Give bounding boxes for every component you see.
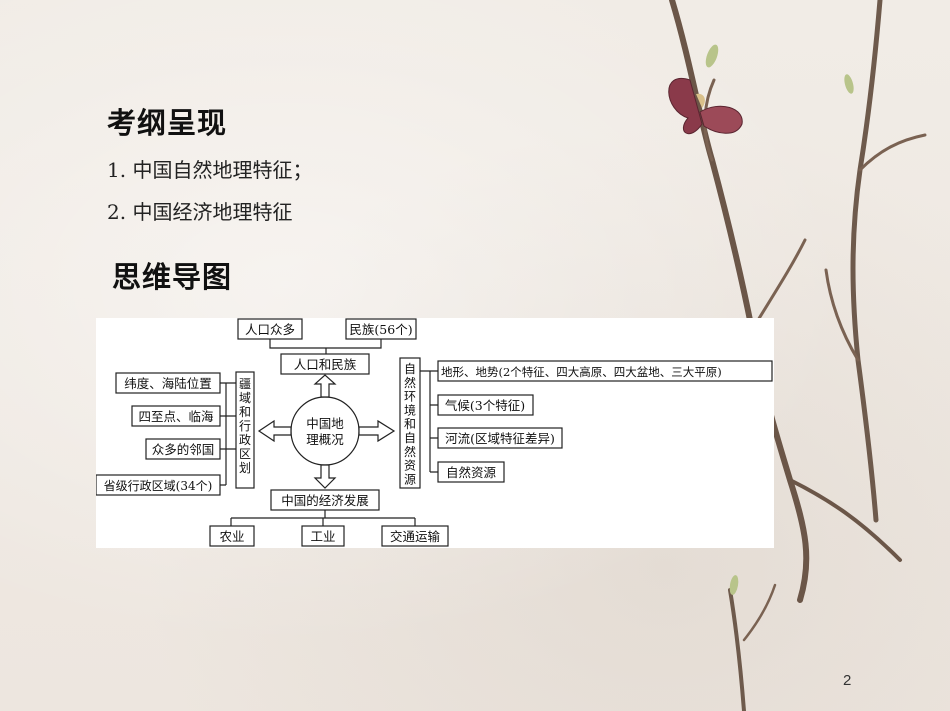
left-child-4: 省级行政区域(34个) bbox=[104, 479, 213, 493]
butterfly-icon bbox=[668, 77, 743, 135]
bottom-child-box-3 bbox=[381, 525, 449, 547]
mindmap-heading: 思维导图 bbox=[112, 260, 233, 294]
right-node-vertical-char: 资 bbox=[404, 459, 416, 473]
right-child-4: 自然资源 bbox=[446, 465, 497, 480]
arrow-left-icon bbox=[257, 419, 292, 443]
left-node-vertical-char: 和 bbox=[239, 405, 251, 419]
right-node-vertical-char: 源 bbox=[404, 472, 416, 486]
right-node-box bbox=[399, 357, 421, 489]
arrow-up-icon bbox=[313, 374, 337, 398]
left-node-vertical-char: 政 bbox=[239, 433, 251, 447]
right-child-2: 气候(3个特征) bbox=[445, 398, 525, 413]
right-node-vertical-char: 和 bbox=[404, 417, 416, 431]
top-child-1: 人口众多 bbox=[245, 322, 295, 337]
arrow-right-icon bbox=[358, 419, 396, 443]
arrow-down-icon bbox=[313, 464, 337, 489]
center-line-1: 中国地 bbox=[306, 416, 344, 431]
bottom-child-box-1 bbox=[209, 525, 255, 547]
left-node-vertical-char: 区 bbox=[239, 447, 251, 461]
bottom-child-box-2 bbox=[301, 525, 345, 547]
left-child-3: 众多的邻国 bbox=[152, 442, 215, 457]
outline-heading: 考纲呈现 bbox=[107, 106, 228, 140]
right-node-vertical-char: 自 bbox=[404, 362, 416, 376]
left-node-box bbox=[235, 371, 255, 489]
bottom-child-3: 交通运输 bbox=[390, 529, 441, 544]
right-child-3: 河流(区域特征差异) bbox=[445, 431, 555, 446]
top-child-2: 民族(56个) bbox=[349, 322, 412, 337]
right-child-1: 地形、地势(2个特征、四大高原、四大盆地、三大平原) bbox=[441, 365, 722, 379]
left-child-1: 纬度、海陆位置 bbox=[124, 376, 212, 391]
top-node-box bbox=[280, 353, 370, 375]
left-node-vertical-char: 域 bbox=[239, 391, 251, 405]
bottom-child-1: 农业 bbox=[219, 529, 244, 544]
right-node-vertical-char: 境 bbox=[404, 402, 416, 417]
center-line-2: 理概况 bbox=[306, 432, 344, 447]
right-node-vertical-char: 环 bbox=[404, 390, 416, 404]
bottom-node: 中国的经济发展 bbox=[281, 493, 369, 508]
outline-item-2: 2. 中国经济地理特征 bbox=[107, 200, 293, 224]
outline-item-1: 1. 中国自然地理特征； bbox=[107, 158, 313, 182]
left-node-vertical-char: 划 bbox=[239, 461, 251, 475]
center-node bbox=[290, 396, 360, 466]
right-node-vertical-char: 然 bbox=[404, 444, 416, 459]
top-node: 人口和民族 bbox=[294, 357, 357, 372]
left-node-vertical-char: 疆 bbox=[239, 377, 251, 391]
page-number: 2 bbox=[843, 672, 852, 689]
bottom-child-2: 工业 bbox=[310, 529, 335, 544]
right-node-vertical-char: 然 bbox=[404, 375, 416, 390]
mind-map: 人口众多 民族(56个) 人口和民族 纬度、海陆位置 四至点、临海 众多的邻国 … bbox=[95, 318, 774, 548]
left-node-vertical-char: 行 bbox=[239, 419, 251, 433]
left-child-2: 四至点、临海 bbox=[138, 409, 214, 424]
right-node-vertical-char: 自 bbox=[404, 431, 416, 445]
